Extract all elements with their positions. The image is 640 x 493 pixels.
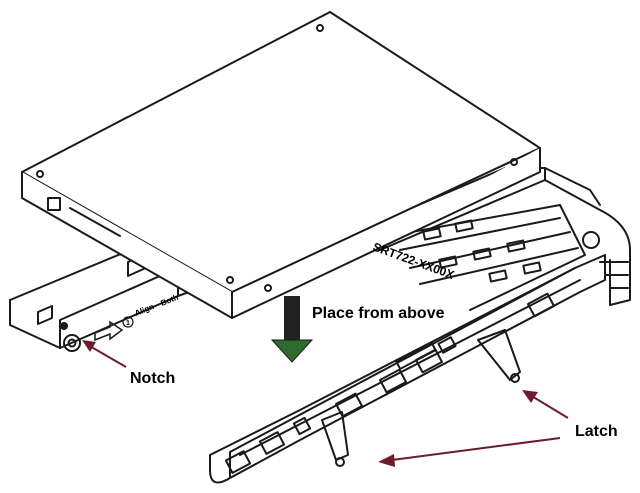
- latch-callout-upper: [522, 390, 569, 419]
- ssd-front-face: [21, 171, 233, 319]
- ssd-side-face: [231, 147, 541, 319]
- notch-label: Notch: [130, 370, 175, 387]
- latch-label: Latch: [575, 423, 618, 440]
- align-number: 1: [126, 320, 130, 327]
- both-text: Both: [159, 293, 179, 308]
- down-arrow-icon: [270, 296, 314, 363]
- hinge-hole: [582, 231, 600, 249]
- ssd-top-face: [21, 11, 541, 293]
- notch-callout: [82, 340, 127, 368]
- ssd-drive: [21, 11, 541, 319]
- latch-lever: [477, 329, 521, 381]
- place-from-above-label: Place from above: [312, 305, 445, 322]
- latch-callout-lower: [378, 437, 561, 467]
- align-text: Align: [133, 302, 155, 318]
- callout-arrow-icon: [82, 340, 96, 352]
- tray-right-rail: [209, 254, 606, 484]
- tray-screw-hole: [63, 334, 81, 352]
